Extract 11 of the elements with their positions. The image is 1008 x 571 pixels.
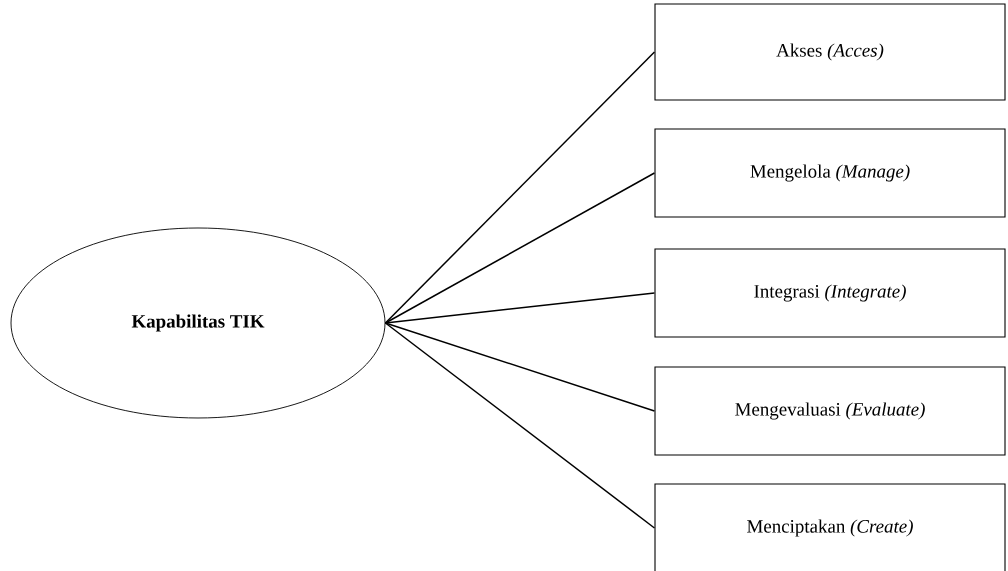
connector-line [384, 51, 656, 324]
text-box: Mengevaluasi (Evaluate) [654, 366, 1006, 456]
text-box: Menciptakan (Create) [654, 483, 1006, 571]
connector-line [384, 172, 656, 324]
text-box: Akses (Acces) [654, 3, 1006, 101]
text-box: Integrasi (Integrate) [654, 248, 1006, 338]
connector-line [384, 322, 656, 412]
connector-line [384, 292, 656, 324]
ellipse-node: Kapabilitas TIK [10, 227, 386, 419]
text-box: Mengelola (Manage) [654, 128, 1006, 218]
connector-line [384, 322, 656, 529]
